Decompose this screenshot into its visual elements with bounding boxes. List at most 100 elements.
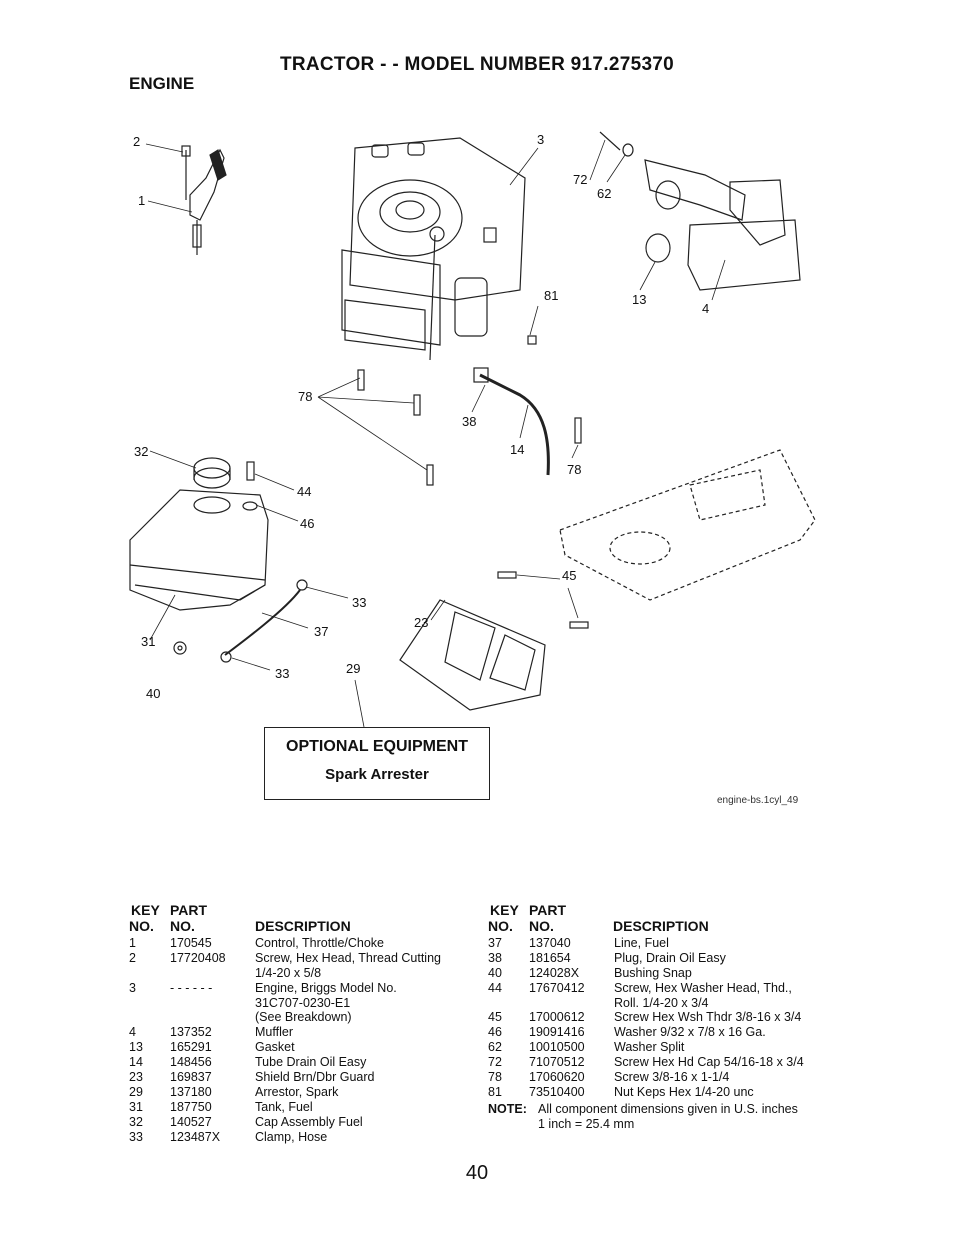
optional-equipment-item: Spark Arrester: [325, 766, 429, 783]
table-header: KEY NO. PART NO. DESCRIPTION: [129, 902, 469, 936]
table-header: KEY NO. PART NO. DESCRIPTION: [488, 902, 838, 936]
header-key: KEY: [490, 902, 519, 918]
key-number: 4: [129, 1025, 136, 1040]
description: Screw 3/8-16 x 1-1/4: [614, 1070, 730, 1085]
description: 1/4-20 x 5/8: [255, 965, 322, 980]
header-description: DESCRIPTION: [255, 918, 351, 934]
part-number: 123487X: [170, 1129, 221, 1144]
part-number: 17060620: [529, 1070, 585, 1085]
key-number: 31: [129, 1099, 143, 1114]
description: Roll. 1/4-20 x 3/4: [614, 995, 709, 1010]
key-number: 32: [129, 1114, 143, 1129]
part-number: 187750: [170, 1099, 212, 1114]
engine-exploded-diagram: [129, 131, 816, 728]
key-number: 3: [129, 980, 136, 995]
part-number: - - - - - -: [170, 980, 213, 995]
description: Washer Split: [614, 1040, 685, 1055]
part-number: 137180: [170, 1084, 212, 1099]
callout-31: 31: [141, 634, 156, 649]
description: Screw Hex Hd Cap 54/16-18 x 3/4: [614, 1055, 804, 1070]
part-number: 140527: [170, 1114, 212, 1129]
description: Plug, Drain Oil Easy: [614, 950, 726, 965]
callout-78: 78: [298, 389, 313, 404]
key-number: 33: [129, 1129, 143, 1144]
callout-13: 13: [632, 292, 647, 307]
key-number: 38: [488, 950, 502, 965]
part-number: 19091416: [529, 1025, 585, 1040]
callout-44: 44: [297, 484, 312, 499]
callout-72: 72: [573, 172, 588, 187]
part-number: 137040: [529, 936, 571, 950]
callout-4: 4: [702, 301, 710, 316]
table-row: 38 181654 Plug, Drain Oil Easy: [488, 951, 838, 966]
callout-23: 23: [414, 615, 429, 630]
key-number: 44: [488, 980, 502, 995]
callout-81: 81: [544, 288, 559, 303]
key-number: 81: [488, 1084, 502, 1099]
note-line-2: 1 inch = 25.4 mm: [538, 1116, 635, 1131]
leader-lines: [145, 139, 726, 728]
table-row: 2 17720408 Screw, Hex Head, Thread Cutting…: [129, 951, 469, 981]
callout-3: 3: [537, 132, 545, 147]
description: Control, Throttle/Choke: [255, 936, 384, 950]
tractor-frame-part: [559, 449, 816, 601]
part-number: 71070512: [529, 1055, 585, 1070]
optional-equipment-box: OPTIONAL EQUIPMENT Spark Arrester: [264, 727, 490, 800]
part-number: 17720408: [170, 950, 226, 965]
note: NOTE: All component dimensions given in …: [488, 1102, 838, 1134]
part-number: 73510400: [529, 1084, 585, 1099]
table-row: 37 137040 Line, Fuel: [488, 936, 838, 951]
key-number: 2: [129, 950, 136, 965]
key-number: 37: [488, 936, 502, 950]
key-number: 1: [129, 936, 136, 950]
key-number: 29: [129, 1084, 143, 1099]
description: Line, Fuel: [614, 936, 669, 950]
part-number: 148456: [170, 1055, 212, 1070]
description: 31C707-0230-E1: [255, 995, 351, 1010]
figure-id: engine-bs.1cyl_49: [717, 795, 799, 806]
header-part-no: NO.: [170, 918, 195, 934]
table-row: 31 187750 Tank, Fuel: [129, 1100, 469, 1115]
description: Tube Drain Oil Easy: [255, 1055, 367, 1070]
note-label: NOTE:: [488, 1101, 527, 1116]
header-description: DESCRIPTION: [613, 918, 709, 934]
part-number: 181654: [529, 950, 571, 965]
key-number: 40: [488, 965, 502, 980]
table-row: 3 - - - - - - Engine, Briggs Model No.31C7…: [129, 981, 469, 1026]
part-number: 169837: [170, 1070, 212, 1085]
parts-table-right: KEY NO. PART NO. DESCRIPTION 37 137040 Lin…: [488, 902, 838, 1134]
description: Tank, Fuel: [255, 1099, 313, 1114]
header-part-no: NO.: [529, 918, 554, 934]
description: Screw, Hex Head, Thread Cutting: [255, 950, 441, 965]
description: Muffler: [255, 1025, 293, 1040]
description: Engine, Briggs Model No.: [255, 980, 397, 995]
description: Cap Assembly Fuel: [255, 1114, 363, 1129]
note-line-1: All component dimensions given in U.S. i…: [538, 1101, 798, 1116]
throttle-control-part: [181, 145, 227, 255]
part-number: 137352: [170, 1025, 212, 1040]
callout-78b: 78: [567, 462, 582, 477]
callout-14: 14: [510, 442, 525, 457]
muffler-part: [599, 131, 801, 291]
key-number: 45: [488, 1010, 502, 1025]
key-number: 78: [488, 1070, 502, 1085]
optional-equipment-heading: OPTIONAL EQUIPMENT: [286, 738, 468, 755]
callout-33b: 33: [275, 666, 290, 681]
callout-1: 1: [138, 193, 146, 208]
key-number: 46: [488, 1025, 502, 1040]
callout-38: 38: [462, 414, 477, 429]
part-number: 17000612: [529, 1010, 585, 1025]
fuel-line-part: [224, 589, 301, 656]
callout-62: 62: [597, 186, 612, 201]
callout-2: 2: [133, 134, 141, 149]
